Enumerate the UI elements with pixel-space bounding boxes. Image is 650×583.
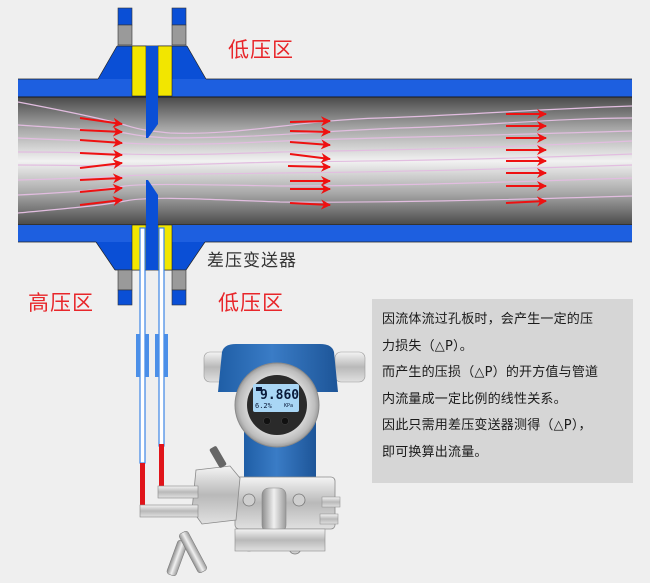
- top-gasket-right: [157, 45, 173, 97]
- lcd-unit: KPa: [284, 403, 294, 409]
- impulse-tubes: [136, 227, 168, 511]
- top-gasket-left: [131, 45, 147, 97]
- info-box: 因流体流过孔板时，会产生一定的压 力损失（△P）。 而产生的压损（△P）的开方值…: [372, 299, 633, 483]
- lcd-screen: [253, 384, 299, 412]
- pipe-bottom-wall: [18, 225, 632, 242]
- lcd-value: 9.860: [260, 388, 300, 403]
- info-line: 因流体流过孔板时，会产生一定的压: [382, 312, 594, 327]
- flow-arrows-outlet: [505, 109, 547, 207]
- info-line: 而产生的压损（△P）的开方值与管道: [382, 365, 599, 380]
- low-pressure-label-bottom: 低压区: [218, 291, 284, 315]
- differential-pressure-transmitter: [203, 344, 366, 480]
- info-line: 力损失（△P）。: [382, 338, 473, 354]
- info-line: 内流量成一定比例的线性关系。: [382, 391, 567, 407]
- pipe-top-wall: [18, 79, 632, 97]
- valve-manifold: [139, 446, 341, 577]
- lcd-percent: 6.2%: [255, 402, 272, 410]
- info-line: 因此只需用差压变送器测得（△P），: [382, 418, 592, 433]
- transmitter-label: 差压变送器: [207, 251, 297, 271]
- flow-arrows-inlet: [79, 117, 123, 207]
- top-flange-bolts: [117, 7, 187, 46]
- orifice-plate-top: [146, 46, 158, 138]
- info-line: 即可换算出流量。: [382, 444, 488, 460]
- bottom-flange-bolts: [117, 269, 187, 306]
- low-pressure-label-top: 低压区: [228, 38, 294, 62]
- high-pressure-label: 高压区: [28, 291, 94, 315]
- flow-arrows-middle: [287, 116, 331, 210]
